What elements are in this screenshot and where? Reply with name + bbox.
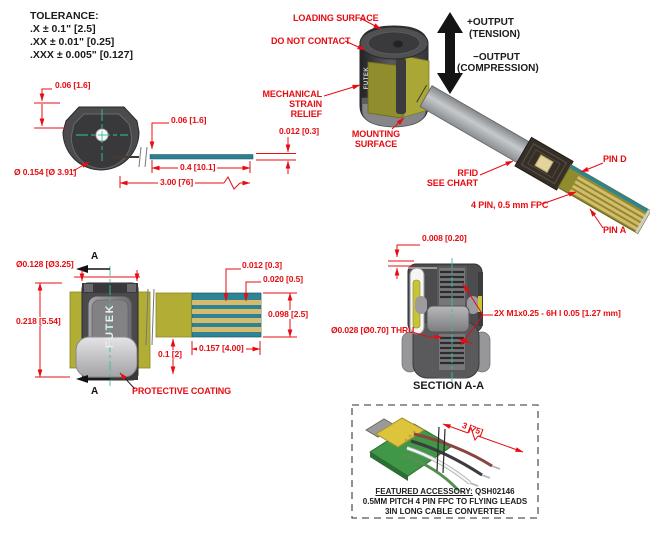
dim-stack: 0.098 [2.5] xyxy=(266,309,311,320)
accessory-box xyxy=(351,404,539,519)
brand-marking-side: FUTEK xyxy=(104,303,116,349)
dim-lip: 0.008 [0.20] xyxy=(422,233,467,243)
dim-cable-offset: 0.06 [1.6] xyxy=(171,115,207,125)
top-view-body xyxy=(62,106,254,171)
load-cell-iso-view xyxy=(359,25,430,128)
dim-trace: 0.012 [0.3] xyxy=(242,260,283,270)
side-view-body xyxy=(69,282,262,381)
label-rfid: RFID SEE CHART xyxy=(426,168,478,188)
section-marker-a-top: A xyxy=(91,251,99,262)
section-cut-line xyxy=(76,265,111,386)
label-do-not-contact: DO NOT CONTACT xyxy=(271,36,351,46)
coating-leader xyxy=(119,372,136,390)
brand-marking-iso: FUTEK xyxy=(364,66,370,90)
section-marker-a-bottom: A xyxy=(91,386,99,397)
tolerance-line-2: .XX ± 0.01" [0.25] xyxy=(30,36,115,48)
accessory-title: FEATURED ACCESSORY: QSH02146 xyxy=(375,487,515,496)
label-strain-relief: MECHANICAL STRAIN RELIEF xyxy=(262,89,323,119)
tolerance-block: TOLERANCE: .X ± 0.1" [2.5] .XX ± 0.01" [… xyxy=(30,10,133,62)
label-output-compression-2: (COMPRESSION) xyxy=(457,63,539,74)
dim-thread: 2X M1x0.25 - 6H I 0.05 [1.27 mm] xyxy=(494,308,621,318)
label-mounting-surface: MOUNTING SURFACE xyxy=(351,129,401,149)
output-direction-arrow xyxy=(437,12,463,94)
tolerance-title: TOLERANCE: xyxy=(30,10,99,22)
label-protective-coating: PROTECTIVE COATING xyxy=(132,386,232,396)
label-pin-a: PIN A xyxy=(603,225,627,235)
dim-thru-hole: Ø0.028 [Ø0.70] THRU xyxy=(331,325,415,335)
section-title: SECTION A-A xyxy=(413,380,485,392)
label-loading-surface: LOADING SURFACE xyxy=(293,13,379,23)
label-fpc: 4 PIN, 0.5 mm FPC xyxy=(471,200,549,210)
centerlines xyxy=(76,109,128,161)
dim-cable-tail: 0.4 [10.1] xyxy=(178,162,218,173)
label-pin-d: PIN D xyxy=(603,154,627,164)
dim-hole-dia: Ø 0.154 [Ø 3.91] xyxy=(14,167,77,177)
dim-trace-gap: 0.020 [0.5] xyxy=(263,274,304,284)
dim-top-flat: 0.06 [1.6] xyxy=(55,80,91,90)
dim-body-dia: Ø0.128 [Ø3.25] xyxy=(16,259,74,269)
accessory-line-2: 0.5MM PITCH 4 PIN FPC TO FLYING LEADS xyxy=(362,497,528,506)
dim-cable-thickness: 0.012 [0.3] xyxy=(279,126,320,136)
dim-coating: 0.1 [2] xyxy=(156,349,184,360)
accessory-line-3: 3IN LONG CABLE CONVERTER xyxy=(384,507,505,516)
dim-body-height: 0.218 [5.54] xyxy=(14,316,63,327)
dimension-lines xyxy=(34,17,604,453)
tolerance-line-3: .XXX ± 0.005" [0.127] xyxy=(30,49,133,61)
dim-cable-length: 3.00 [76] xyxy=(158,177,196,188)
tolerance-line-1: .X ± 0.1" [2.5] xyxy=(30,23,96,35)
section-view-body xyxy=(401,258,491,382)
dim-tail-length: 0.157 [4.00] xyxy=(197,343,246,354)
label-output-compression-1: −OUTPUT xyxy=(473,52,520,63)
fpc-cable-iso xyxy=(416,84,650,235)
label-output-tension-1: +OUTPUT xyxy=(467,17,514,28)
label-output-tension-2: (TENSION) xyxy=(469,29,521,40)
